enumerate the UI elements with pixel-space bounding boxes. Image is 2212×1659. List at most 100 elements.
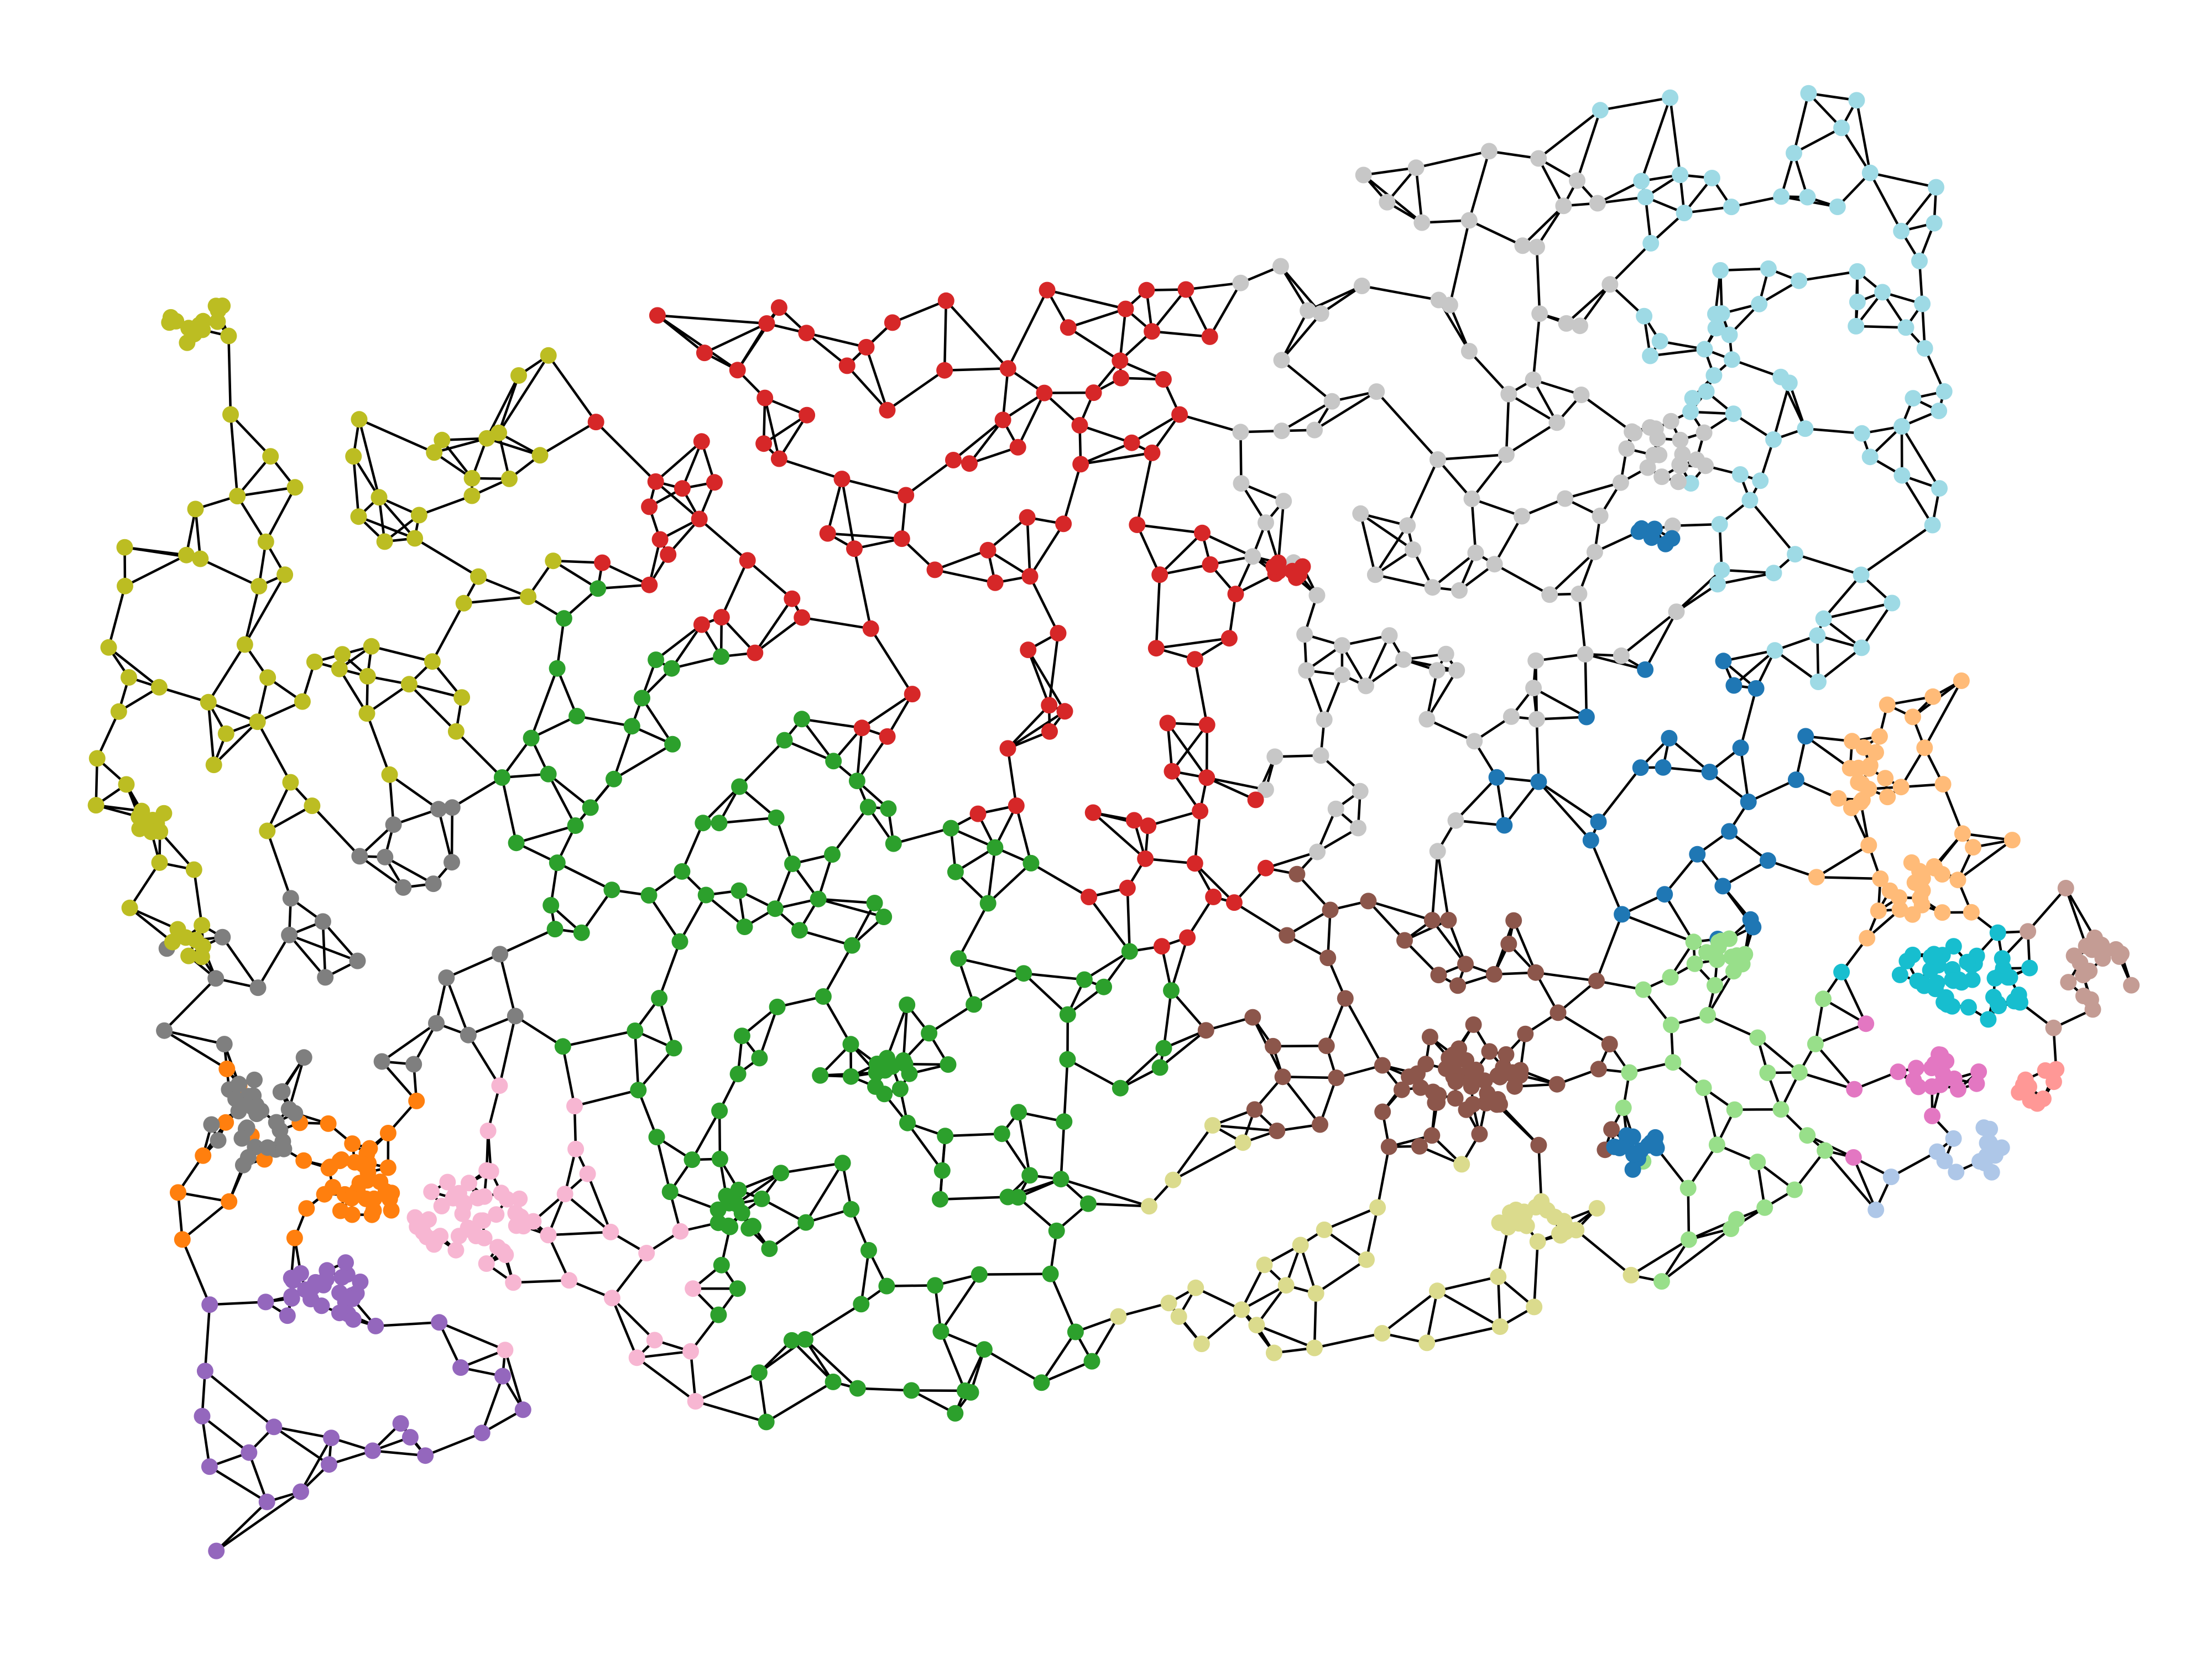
graph-node-d3 (1752, 472, 1769, 489)
graph-node-d0 (192, 550, 209, 567)
graph-node-d4 (987, 839, 1004, 856)
graph-node-d18 (323, 1430, 340, 1447)
graph-node-d1 (691, 510, 708, 528)
graph-edge (236, 455, 272, 498)
graph-edge (1136, 523, 1204, 535)
graph-node-d0 (200, 693, 217, 711)
graph-edge (1535, 716, 1588, 721)
graph-node-d6 (1657, 535, 1674, 552)
graph-edge (1026, 516, 1031, 578)
graph-edge (1022, 972, 1086, 981)
graph-node-d3 (1682, 403, 1699, 420)
graph-node-d10 (1491, 1096, 1508, 1113)
graph-node-d2 (1498, 446, 1515, 463)
graph-node-d1 (1153, 938, 1170, 955)
graph-edge (892, 827, 952, 845)
graph-node-d2 (1381, 627, 1398, 644)
graph-node-d7 (1867, 744, 1884, 761)
graph-node-d16 (366, 1190, 383, 1207)
graph-edge (445, 953, 502, 979)
graph-node-d3 (1713, 561, 1730, 578)
graph-node-d4 (718, 1187, 735, 1204)
graph-edge (1804, 427, 1864, 435)
graph-node-d2 (1639, 459, 1656, 476)
graph-node-d5 (281, 926, 298, 943)
graph-edge (530, 667, 559, 739)
graph-edge (1193, 658, 1208, 727)
graph-node-d15 (1187, 1279, 1204, 1296)
graph-edge (107, 646, 161, 689)
graph-edge (1574, 1229, 1632, 1277)
graph-node-d15 (1141, 1198, 1157, 1215)
graph-edge (805, 331, 868, 349)
graph-edge (514, 1015, 565, 1048)
graph-edge (273, 1426, 333, 1439)
graph-node-d15 (1204, 1117, 1221, 1134)
graph-node-d2 (1514, 237, 1531, 254)
graph-node-d7 (1891, 901, 1908, 918)
graph-node-d1 (647, 473, 664, 490)
graph-node-d4 (899, 1114, 916, 1131)
graph-node-d7 (1949, 872, 1966, 889)
graph-edge (1119, 1047, 1165, 1089)
graph-node-d1 (1227, 586, 1244, 603)
graph-node-d3 (1724, 351, 1740, 368)
graph-node-d7 (1860, 837, 1877, 854)
graph-edge (1280, 400, 1333, 432)
graph-edge (243, 573, 286, 646)
graph-node-d18 (344, 1290, 361, 1307)
graph-node-d2 (1428, 662, 1446, 679)
graph-node-d1 (649, 307, 666, 324)
graph-edge (670, 623, 703, 670)
graph-edge (1425, 1290, 1439, 1344)
graph-node-d10 (1505, 912, 1522, 929)
graph-node-d2 (1355, 166, 1372, 184)
graph-node-d17 (540, 1227, 557, 1244)
graph-edge (817, 898, 876, 905)
graph-edge (1280, 312, 1322, 362)
graph-edge (1402, 658, 1458, 672)
graph-edge (128, 861, 161, 910)
graph-node-d4 (1112, 1079, 1129, 1097)
graph-edge (486, 374, 520, 440)
graph-node-d4 (684, 1151, 701, 1168)
graph-edge (1319, 754, 1361, 793)
graph-edge (1323, 1206, 1379, 1232)
graph-node-d5 (245, 1087, 262, 1104)
graph-node-d2 (1358, 677, 1374, 695)
graph-node-d1 (1008, 797, 1025, 814)
graph-node-d1 (641, 576, 658, 593)
graph-node-d2 (1662, 413, 1679, 430)
graph-edge (1580, 393, 1634, 433)
graph-node-d1 (755, 435, 773, 452)
graph-node-d9 (2084, 941, 2101, 958)
graph-node-d2 (1429, 843, 1446, 860)
graph-node-d4 (729, 1066, 747, 1083)
graph-node-d10 (1269, 1123, 1286, 1139)
graph-node-d10 (1498, 1046, 1515, 1063)
graph-edge (1172, 1141, 1244, 1181)
graph-node-d17 (579, 1165, 596, 1182)
graph-node-d3 (1897, 319, 1914, 336)
graph-node-d6 (1661, 729, 1678, 747)
graph-edge (204, 1369, 275, 1428)
graph-node-d9 (2060, 974, 2077, 991)
graph-node-d8 (1989, 924, 2006, 941)
graph-node-d4 (810, 890, 827, 907)
graph-node-d10 (1440, 911, 1457, 928)
graph-node-d1 (1050, 625, 1067, 641)
graph-edge (163, 1029, 226, 1046)
graph-edge (746, 559, 794, 600)
graph-edge (1563, 481, 1623, 500)
graph-edge (987, 846, 997, 905)
graph-node-d11 (1686, 955, 1703, 972)
graph-node-d2 (1500, 385, 1517, 403)
graph-node-d2 (1232, 274, 1249, 291)
graph-edge (236, 486, 296, 498)
graph-edge (1548, 550, 1597, 596)
graph-node-d5 (275, 1140, 293, 1157)
graph-node-d1 (770, 450, 787, 467)
graph-edge (1706, 970, 1735, 1017)
graph-node-d5 (351, 848, 368, 865)
graph-node-d0 (491, 424, 507, 441)
